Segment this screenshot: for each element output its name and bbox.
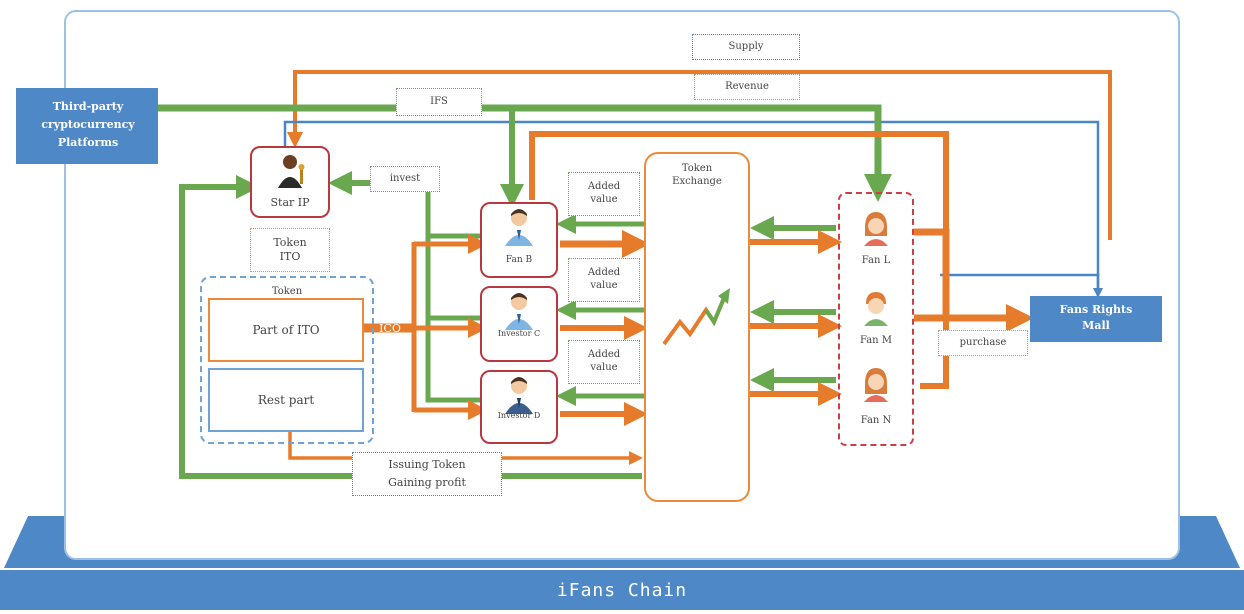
- fan-b-avatar-icon: [505, 209, 533, 246]
- token-group-title: Token: [271, 286, 303, 297]
- fans-rights-mall-label: Fans Rights Mall: [1059, 303, 1133, 332]
- purchase-label-box: [938, 330, 1028, 356]
- purchase-label: purchase: [959, 337, 1007, 348]
- rest-part-label: Rest part: [257, 393, 315, 407]
- part-of-ito-box: [208, 298, 364, 362]
- issuing-token-box: [352, 452, 502, 496]
- fans-group-box: [838, 192, 914, 446]
- fan-b-label: Fan B: [505, 255, 533, 265]
- added-value-label-1: Added value: [587, 181, 621, 205]
- chain-label: iFans Chain: [556, 580, 688, 601]
- fan-n-avatar-icon: [864, 368, 888, 402]
- third-party-platforms-label: Third-party cryptocurrency Platforms: [41, 100, 135, 149]
- investor-d-label: Investor D: [497, 411, 541, 420]
- invest-label-box: [370, 166, 440, 192]
- token-exchange-label: Token Exchange: [672, 163, 722, 187]
- investor-c-label: Investor C: [497, 329, 541, 338]
- added-value-label-3: Added value: [587, 349, 621, 373]
- added-value-box-2: [568, 258, 640, 302]
- star-ip-label: Star IP: [270, 196, 310, 209]
- part-of-ito-label: Part of ITO: [252, 323, 320, 337]
- rest-part-box: [208, 368, 364, 432]
- gaining-profit-label: Gaining profit: [388, 476, 466, 489]
- issuing-line: [288, 432, 643, 465]
- issuing-token-label: Issuing Token: [388, 458, 466, 471]
- fans-rights-mall-box: [1030, 296, 1162, 342]
- added-value-label-2: Added value: [587, 267, 621, 291]
- investor-d-avatar-icon: [505, 377, 533, 414]
- ifs-label: IFS: [430, 96, 448, 107]
- investor-c-avatar-icon: [505, 293, 533, 330]
- supply-label: Supply: [728, 41, 764, 52]
- token-group-box: [200, 276, 374, 444]
- fan-l-avatar-icon: [864, 212, 888, 246]
- blue-to-mall: [940, 273, 1103, 298]
- trend-up-icon: [662, 288, 730, 346]
- fanb-top-orange: [529, 131, 949, 389]
- fan-m-label: Fan M: [859, 335, 893, 346]
- added-value-box-3: [568, 340, 640, 384]
- token-ito-label: Token ITO: [273, 236, 307, 263]
- star-ip-icon: [278, 155, 305, 188]
- third-party-platforms-box: [16, 88, 158, 164]
- invest-label: invest: [389, 173, 421, 184]
- revenue-label-box: [694, 74, 800, 100]
- fan-m-avatar-icon: [864, 292, 888, 326]
- invest-vertical: [425, 183, 484, 403]
- fan-n-label: Fan N: [860, 415, 892, 426]
- added-value-box-1: [568, 172, 640, 216]
- ifs-label-box: [396, 88, 482, 116]
- ico-label: ICO: [379, 322, 401, 335]
- fan-l-label: Fan L: [861, 255, 891, 266]
- revenue-label: Revenue: [725, 81, 769, 92]
- token-ito-box: [250, 228, 330, 272]
- supply-line: [283, 120, 1100, 296]
- supply-label-box: [692, 34, 800, 60]
